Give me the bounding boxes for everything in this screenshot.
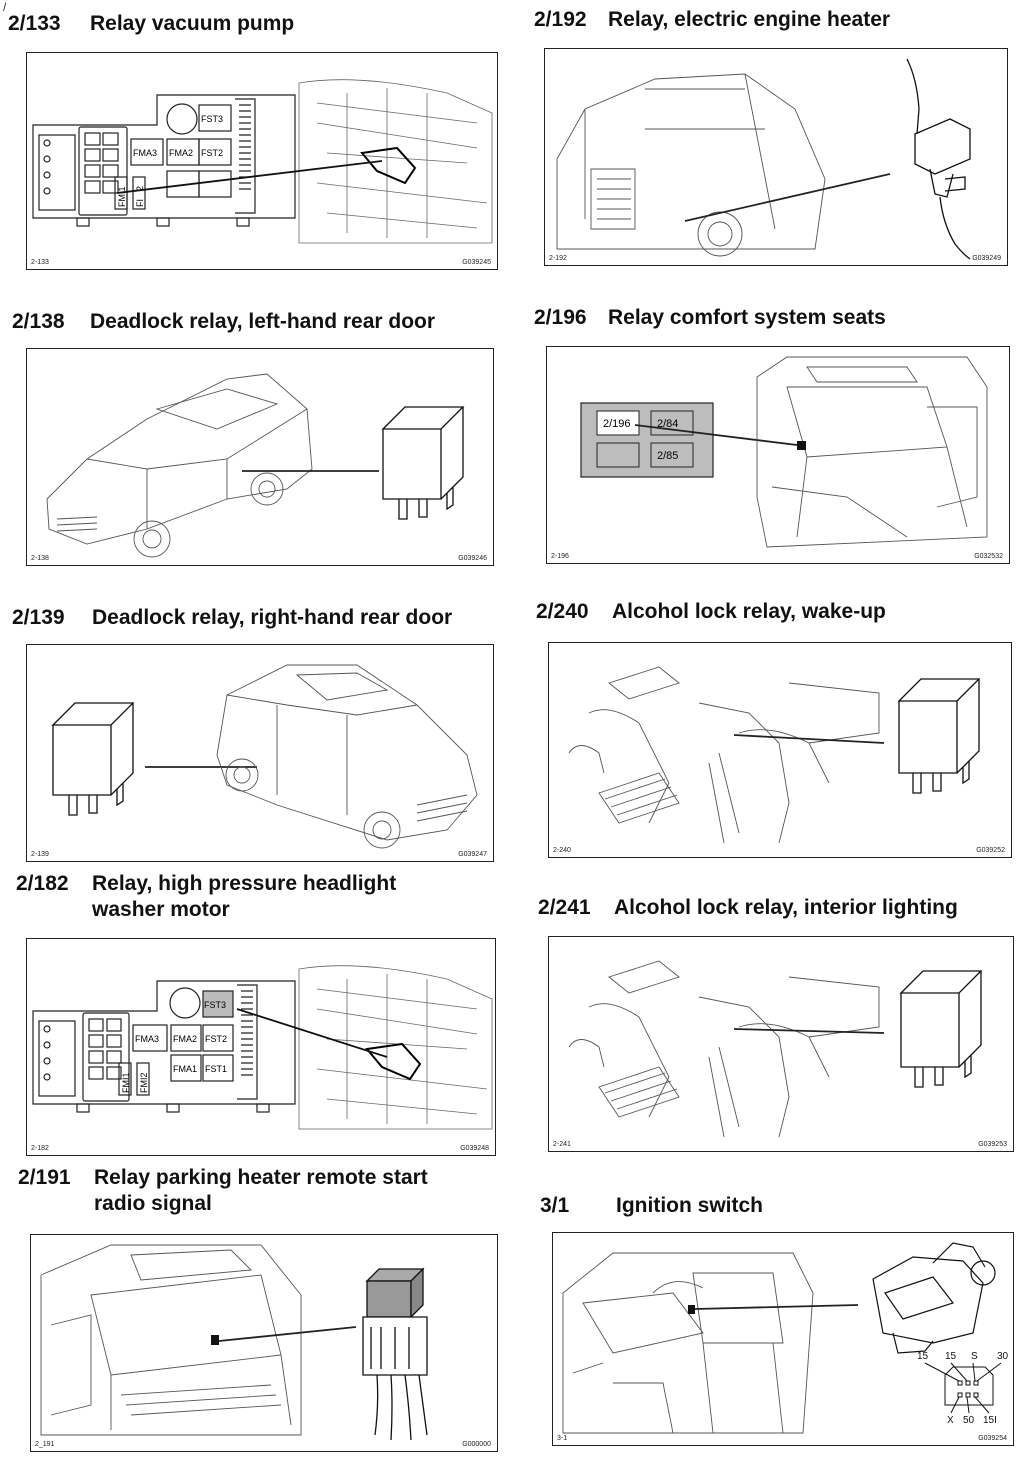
figure-caption-left: 2-241 — [553, 1141, 571, 1148]
figure-caption-left: 2-192 — [549, 255, 567, 262]
fuse-fst1: FST1 — [205, 1064, 227, 1074]
suv-left-side-illustration — [46, 373, 465, 558]
fuse-fma3: FMA3 — [135, 1034, 159, 1044]
section-title: Relay parking heater remote start — [94, 1166, 428, 1189]
terminal-15i: 15I — [983, 1415, 997, 1426]
figure-caption-left: 2-196 — [551, 553, 569, 560]
fuse-fmi2: FMI2 — [139, 1072, 149, 1093]
fusebox-engine-illustration: FST3 FMA3 FMA2 FST2 FMI1 2 FI — [32, 79, 493, 244]
section-title-line2: washer motor — [92, 898, 230, 921]
relay-location-marker — [211, 1335, 219, 1345]
corner-mark: / — [3, 0, 7, 14]
figure-caption-left: 2-139 — [31, 851, 49, 858]
figure-caption-right: G039245 — [462, 259, 491, 266]
section-code: 2/133 — [8, 12, 61, 35]
fuse-fma2: FMA2 — [169, 148, 193, 158]
figure-2-241: 2-241 G039253 — [548, 936, 1014, 1152]
figure-caption-right: G039246 — [458, 555, 487, 562]
figure-2-133: FST3 FMA3 FMA2 FST2 FMI1 2 FI 2-133 G039… — [26, 52, 498, 270]
relay-2-85-label: 2/85 — [657, 450, 678, 462]
section-title: Relay, high pressure headlight — [92, 872, 397, 895]
section-code: 2/191 — [18, 1166, 71, 1189]
relay-2-84-label: 2/84 — [657, 418, 678, 430]
highlighted-fuse-fst3 — [202, 990, 234, 1018]
figure-3-1: 15 15 S 30 X 50 15I 3-1 G039254 — [552, 1232, 1014, 1446]
fuse-fma3: FMA3 — [133, 148, 157, 158]
fuse-fmi1: FMI1 — [121, 1072, 131, 1093]
relay-2-196-label: 2/196 — [603, 418, 631, 430]
figure-2-192: 2-192 G039249 — [544, 48, 1008, 266]
section-code: 2/182 — [16, 872, 69, 895]
fusebox-engine-illustration: FST3 FMA3 FMA2 FST2 FMA1 FST1 FMI1 FMI2 — [32, 965, 493, 1130]
ignition-switch-illustration: 15 15 S 30 X 50 15I — [562, 1242, 1009, 1434]
ignition-location-marker — [688, 1305, 695, 1314]
figure-caption-right: G039254 — [978, 1435, 1007, 1442]
section-title: Relay, electric engine heater — [608, 8, 891, 31]
fuse-fi: FI — [135, 199, 145, 207]
engine-heater-illustration — [556, 58, 971, 260]
figure-caption-left: 2_191 — [35, 1441, 55, 1448]
terminal-30: 30 — [997, 1351, 1009, 1362]
section-title: Alcohol lock relay, interior lighting — [614, 896, 958, 919]
terminal-50: 50 — [963, 1415, 975, 1426]
fuse-fst2: FST2 — [205, 1034, 227, 1044]
figure-2-196: 2/196 2/84 2/85 2-196 G032532 — [546, 346, 1010, 564]
fuse-fma2: FMA2 — [173, 1034, 197, 1044]
section-code: 2/138 — [12, 310, 65, 333]
section-title: Deadlock relay, right-hand rear door — [92, 606, 453, 629]
pedal-area-illustration — [568, 960, 983, 1138]
figure-caption-left: 2-182 — [31, 1145, 49, 1152]
relay-location-marker — [797, 441, 806, 450]
figure-caption-left: 2-133 — [31, 259, 49, 266]
figure-2-240: 2-240 G039252 — [548, 642, 1012, 858]
figure-caption-right: G039253 — [978, 1141, 1007, 1148]
section-title: Relay vacuum pump — [90, 12, 295, 35]
section-title-line2: radio signal — [94, 1192, 212, 1215]
section-code: 2/192 — [534, 8, 587, 31]
terminal-x: X — [947, 1415, 954, 1426]
figure-caption-left: 3-1 — [557, 1435, 568, 1442]
trunk-relay-illustration — [40, 1244, 428, 1441]
section-title: Deadlock relay, left-hand rear door — [90, 310, 436, 333]
figure-caption-left: 2-240 — [553, 847, 571, 854]
section-title: Relay comfort system seats — [608, 306, 886, 329]
section-code: 2/196 — [534, 306, 587, 329]
section-code: 3/1 — [540, 1194, 570, 1217]
section-code: 2/240 — [536, 600, 589, 623]
figure-caption-right: G039247 — [458, 851, 487, 858]
seat-relay-illustration: 2/196 2/84 2/85 — [580, 356, 988, 548]
section-header-2-191: 2/191 Relay parking heater remote start … — [18, 1164, 518, 1224]
section-code: 2/139 — [12, 606, 65, 629]
figure-caption-right: G039252 — [976, 847, 1005, 854]
fuse-fma1: FMA1 — [173, 1064, 197, 1074]
figure-2-138: 2-138 G039246 — [26, 348, 494, 566]
fuse-fst3: FST3 — [204, 1000, 226, 1010]
figure-caption-right: G039249 — [972, 255, 1001, 262]
fuse-fst3: FST3 — [201, 114, 223, 124]
terminal-15-b: 15 — [945, 1351, 957, 1362]
fuse-fmi1: FMI1 — [117, 186, 127, 207]
figure-2-191: 2_191 G000000 — [30, 1234, 498, 1452]
figure-caption-right: G039248 — [460, 1145, 489, 1152]
figure-caption-right: G032532 — [974, 553, 1003, 560]
section-code: 2/241 — [538, 896, 591, 919]
terminal-s: S — [971, 1351, 978, 1362]
terminal-15-a: 15 — [917, 1351, 929, 1362]
figure-caption-right: G000000 — [462, 1441, 491, 1448]
figure-2-139: 2-139 G039247 — [26, 644, 494, 862]
suv-right-side-illustration — [51, 664, 478, 849]
fuse-fst2: FST2 — [201, 148, 223, 158]
section-title: Alcohol lock relay, wake-up — [612, 600, 886, 623]
section-title: Ignition switch — [616, 1194, 763, 1217]
fuse-number-2: 2 — [135, 186, 145, 191]
section-header-2-182: 2/182 Relay, high pressure headlight was… — [16, 870, 516, 930]
figure-caption-left: 2-138 — [31, 555, 49, 562]
figure-2-182: FST3 FMA3 FMA2 FST2 FMA1 FST1 FMI1 FMI2 … — [26, 938, 496, 1156]
pedal-area-illustration — [568, 666, 981, 844]
